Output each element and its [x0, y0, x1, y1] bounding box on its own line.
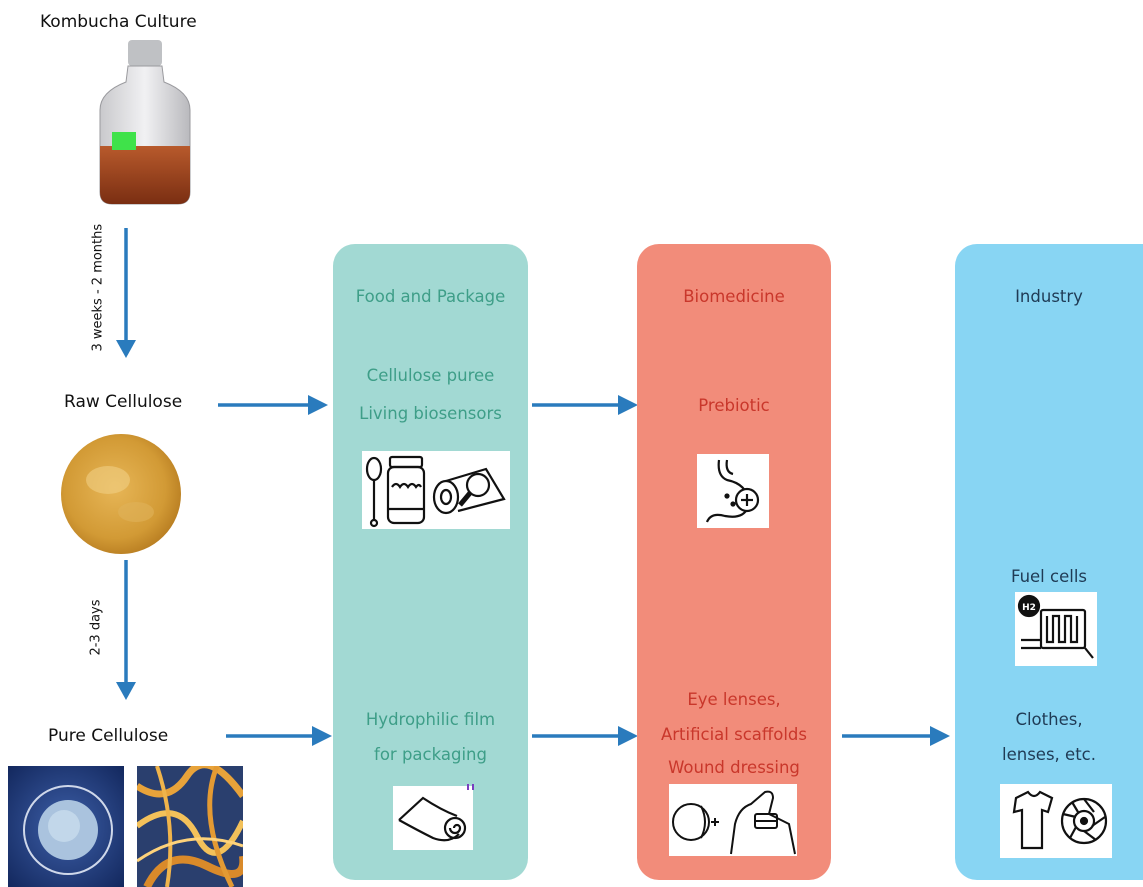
panel-biomedicine: Biomedicine Prebiotic Eye lenses, Artifi… [637, 244, 831, 880]
bio-panel-title: Biomedicine [683, 287, 785, 306]
biosensor-magnifier-icon [428, 451, 510, 529]
food-panel-title: Food and Package [355, 287, 506, 306]
arrow-raw-to-food [218, 394, 330, 416]
arrow-pure-to-food [226, 725, 334, 747]
fuel-cell-h2-label: H2 [1022, 603, 1036, 613]
tshirt-aperture-icon [1000, 784, 1112, 858]
industry-lenses-etc: lenses, etc. [1002, 745, 1096, 764]
panel-industry: Industry Fuel cells Clothes, lenses, etc… [955, 244, 1143, 880]
stage-raw-cellulose: Raw Cellulose [64, 392, 183, 412]
food-hydrophilic-film: Hydrophilic film [365, 710, 496, 729]
industry-panel-title: Industry [1015, 287, 1083, 306]
kombucha-bottle-icon [90, 40, 200, 206]
industry-fuel-cells: Fuel cells [1010, 567, 1087, 586]
raw-cellulose-disk-icon [58, 432, 184, 556]
arrow-food-to-bio-row1 [532, 394, 640, 416]
film-roll-icon [393, 786, 473, 850]
arrow-bio-to-industry [842, 725, 952, 747]
duration-raw-to-pure: 2-3 days [88, 599, 104, 656]
bio-artificial-scaffolds: Artificial scaffolds [660, 725, 807, 744]
arrow-culture-to-raw [114, 228, 138, 360]
petri-dish-icon [8, 766, 124, 887]
food-living-biosensors: Living biosensors [359, 404, 502, 423]
purple-mark-icon [467, 784, 475, 790]
arrow-food-to-bio-row2 [532, 725, 640, 747]
fiber-micrograph-icon [137, 766, 243, 887]
bio-eye-lenses: Eye lenses, [687, 690, 781, 709]
bio-wound-dressing: Wound dressing [668, 758, 800, 777]
stomach-icon [697, 454, 769, 528]
bio-prebiotic: Prebiotic [698, 396, 770, 415]
stage-kombucha-culture: Kombucha Culture [40, 12, 197, 32]
arrow-raw-to-pure [114, 560, 138, 704]
stage-pure-cellulose: Pure Cellulose [48, 726, 169, 746]
eye-bandage-icon [669, 784, 797, 856]
panel-food-and-package: Food and Package Cellulose puree Living … [333, 244, 528, 880]
spoon-jar-icon [362, 451, 428, 529]
fuel-cell-icon: H2 [1015, 592, 1097, 666]
industry-clothes: Clothes, [1015, 710, 1083, 729]
duration-culture-to-raw: 3 weeks - 2 months [90, 223, 106, 352]
food-cellulose-puree: Cellulose puree [366, 366, 495, 385]
food-for-packaging: for packaging [374, 745, 487, 764]
